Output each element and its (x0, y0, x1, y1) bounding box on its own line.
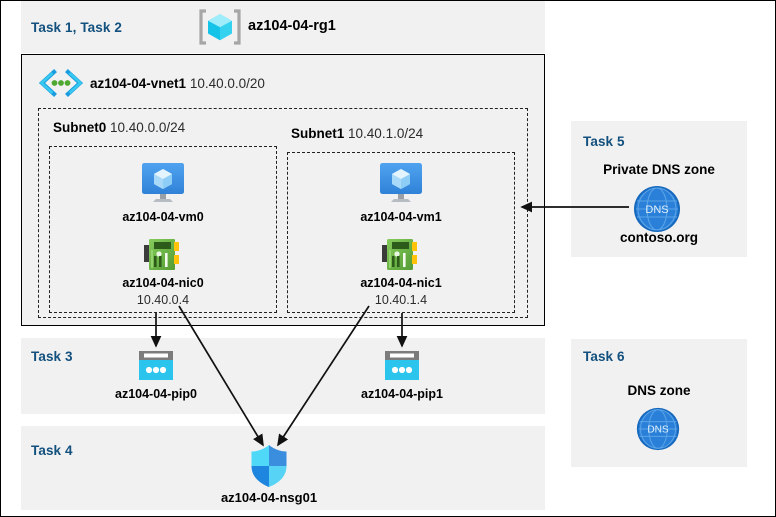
vnet-name: az104-04-vnet1 (90, 76, 187, 91)
subnet0-box (49, 146, 277, 313)
dns-zone-title: DNS zone (627, 383, 691, 398)
nic0-ip: 10.40.0.4 (136, 293, 190, 307)
task-label-6: Task 6 (583, 349, 625, 364)
vnet-header: az104-04-vnet1 10.40.0.0/20 (90, 76, 265, 91)
nsg-label: az104-04-nsg01 (220, 490, 318, 505)
task-label-4: Task 4 (31, 443, 73, 458)
private-dns-zone-domain: contoso.org (620, 230, 698, 245)
subnet1-cidr: 10.40.1.0/24 (348, 126, 424, 141)
nic1-label: az104-04-nic1 (360, 276, 442, 290)
vnet-container (21, 54, 545, 326)
nic0-label: az104-04-nic0 (122, 276, 204, 290)
virtual-machine-icon-vm0 (137, 161, 189, 205)
private-dns-zone-title: Private DNS zone (603, 162, 715, 177)
resource-group-name: az104-04-rg1 (248, 18, 336, 34)
public-ip-panel (21, 338, 545, 414)
public-ip-icon-pip0 (136, 349, 176, 383)
vm0-label: az104-04-vm0 (122, 210, 204, 224)
task-label-1-2: Task 1, Task 2 (31, 20, 122, 35)
network-interface-icon-nic0 (142, 237, 184, 273)
dns-globe-icon-public: DNS (635, 406, 681, 452)
subnet1-header: Subnet1 10.40.1.0/24 (291, 126, 423, 141)
subnet0-cidr: 10.40.0.0/24 (110, 120, 186, 135)
subnet0-name: Subnet0 (53, 120, 107, 135)
resource-group-icon (198, 7, 242, 47)
pip1-label: az104-04-pip1 (361, 387, 443, 401)
subnet1-name: Subnet1 (291, 126, 345, 141)
public-ip-icon-pip1 (382, 349, 422, 383)
resource-group-panel (21, 1, 545, 53)
dns-icon-text-private: DNS (645, 204, 668, 216)
subnet1-box (287, 152, 515, 313)
vnet-address-space: 10.40.0.0/20 (189, 76, 265, 91)
dns-globe-icon-private: DNS (632, 184, 682, 234)
task-label-3: Task 3 (31, 349, 73, 364)
vm1-label: az104-04-vm1 (360, 210, 442, 224)
virtual-machine-icon-vm1 (375, 161, 427, 205)
nic1-ip: 10.40.1.4 (374, 293, 428, 307)
task-label-5: Task 5 (583, 134, 625, 149)
dns-icon-text-public: DNS (647, 425, 669, 436)
pip0-label: az104-04-pip0 (115, 387, 197, 401)
network-interface-icon-nic1 (380, 237, 422, 273)
subnet0-header: Subnet0 10.40.0.0/24 (53, 120, 185, 135)
virtual-network-icon (37, 69, 85, 97)
network-security-group-shield-icon (248, 444, 290, 488)
